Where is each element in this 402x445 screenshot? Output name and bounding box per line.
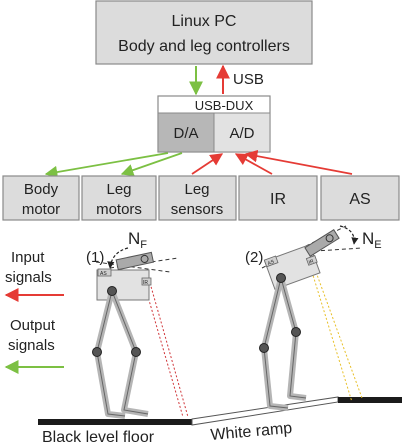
robot-1-torque-label: NF <box>128 229 147 251</box>
floor-label: Black level floor <box>42 429 155 445</box>
robot-1-label: (1) <box>86 249 104 266</box>
module-ir: IR <box>238 175 318 221</box>
robot-1-head <box>115 251 155 271</box>
legend-input-line1: Input <box>11 249 45 266</box>
module-body-motor-line2: motor <box>22 201 60 218</box>
robot-1-as-sensor <box>97 268 112 277</box>
robot-2-front-knee <box>291 327 301 337</box>
robot-2: (2) NE AS IR <box>245 225 382 411</box>
leg-sensors-to-ad-arrow <box>191 153 224 175</box>
robot-2-torque-arc <box>339 225 359 245</box>
ad-cell <box>213 112 271 153</box>
pc-title: Linux PC <box>172 13 237 30</box>
module-leg-motors: Leg motors <box>81 175 157 221</box>
module-leg-motors-line1: Leg <box>106 181 131 198</box>
robot-1-ir-tag: IR <box>143 280 148 286</box>
robot-1-as-tag: AS <box>100 271 107 277</box>
black-floor <box>38 419 192 425</box>
module-ir-label: IR <box>270 191 286 208</box>
robot-1-front-knee <box>131 347 141 357</box>
robot-2-ir-beam <box>311 271 353 403</box>
robot-1-back-leg-outline <box>96 290 126 417</box>
robot-2-back-leg-outline <box>263 277 289 409</box>
ad-label: A/D <box>229 125 254 142</box>
usb-dux-box: USB-DUX D/A A/D <box>157 95 271 153</box>
module-leg-motors-line2: motors <box>96 201 142 218</box>
robot-1-tilt-line <box>109 257 179 269</box>
pc-subtitle: Body and leg controllers <box>118 38 290 55</box>
white-ramp <box>191 396 339 426</box>
robot-1-back-knee <box>92 347 102 357</box>
legend-input: Input signals <box>4 249 64 302</box>
robot-2-back-knee <box>259 343 269 353</box>
robot-1-ir-sensor <box>141 277 152 286</box>
robot-2-ir-tag: IR <box>308 258 315 265</box>
legend-output: Output signals <box>4 317 64 374</box>
linux-pc-box: Linux PC Body and leg controllers <box>95 0 313 65</box>
robot-2-as-tag: AS <box>267 259 276 267</box>
robot-2-torque-label: NE <box>362 229 382 251</box>
legend-output-line2: signals <box>8 337 55 354</box>
usb-dux-title: USB-DUX <box>195 98 254 113</box>
da-to-leg-motors-arrow <box>120 152 183 177</box>
robot-2-front-leg <box>278 277 307 401</box>
robot-1-front-leg-outline <box>111 290 149 415</box>
robot-1: (1) NF AS IR <box>86 229 189 419</box>
module-body-motor: Body motor <box>2 175 80 221</box>
module-leg-sensors-line1: Leg <box>184 181 209 198</box>
robot-1-hip-joint <box>107 286 117 296</box>
module-leg-sensors: Leg sensors <box>158 175 237 221</box>
ramp-label: White ramp <box>210 420 293 444</box>
robot-1-torque-arc <box>107 247 129 269</box>
robot-2-as-sensor <box>263 255 279 268</box>
robot-2-hip-joint <box>276 273 286 283</box>
robot-2-head <box>304 229 340 257</box>
robot-2-ir-sensor <box>305 255 318 266</box>
as-to-ad-arrow <box>244 149 353 175</box>
usb-label: USB <box>233 71 264 88</box>
robot-2-label: (2) <box>245 249 263 266</box>
robot-2-ir-beam-2 <box>315 271 363 399</box>
robot-2-front-leg-outline <box>280 277 307 399</box>
robot-1-ir-beam <box>143 282 184 418</box>
da-to-body-motor-arrow <box>44 152 169 179</box>
da-label: D/A <box>173 125 198 142</box>
robot-1-ir-beam-2 <box>149 282 189 418</box>
da-cell <box>157 112 215 153</box>
module-as-label: AS <box>349 191 370 208</box>
module-as: AS <box>320 175 400 221</box>
legend-input-line2: signals <box>5 269 52 286</box>
upper-floor <box>338 397 402 403</box>
ir-to-ad-arrow <box>234 153 273 175</box>
legend-output-line1: Output <box>10 317 56 334</box>
module-leg-sensors-line2: sensors <box>171 201 224 218</box>
robot-1-front-leg <box>109 289 149 417</box>
module-body-motor-line1: Body <box>24 181 59 198</box>
